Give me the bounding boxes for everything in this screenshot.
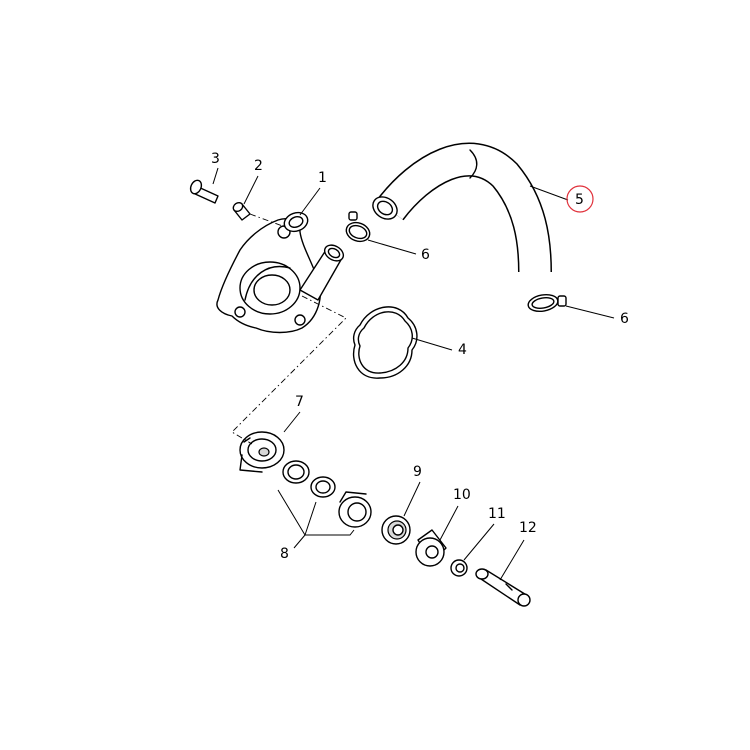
callout-3: 3 bbox=[211, 151, 220, 167]
callout-6-lower: 6 bbox=[620, 311, 629, 327]
callout-2: 2 bbox=[254, 158, 263, 174]
callout-12: 12 bbox=[519, 520, 537, 536]
circlip-part-11[interactable] bbox=[450, 559, 468, 577]
pump-cover-part-1[interactable] bbox=[216, 209, 346, 334]
impeller-part-7[interactable] bbox=[239, 431, 285, 473]
callout-1: 1 bbox=[318, 170, 327, 186]
hose-part-5[interactable] bbox=[369, 142, 552, 273]
callout-11: 11 bbox=[488, 506, 506, 522]
callout-8: 8 bbox=[280, 546, 289, 562]
oring-part-4[interactable] bbox=[352, 306, 418, 379]
callout-10: 10 bbox=[453, 487, 471, 503]
hose-clamp-upper-part-6[interactable] bbox=[344, 211, 373, 245]
seal-ring-a-part-8[interactable] bbox=[282, 460, 310, 484]
callout-5-highlight-circle bbox=[566, 185, 594, 213]
callout-4: 4 bbox=[458, 342, 467, 358]
callout-5: 5 bbox=[575, 192, 584, 208]
seal-housing-part-8[interactable] bbox=[338, 491, 372, 528]
seal-ring-b-part-8[interactable] bbox=[310, 476, 336, 498]
bushing-part-10[interactable] bbox=[415, 529, 447, 567]
hose-clamp-lower-part-6[interactable] bbox=[527, 293, 567, 314]
dowel-part-2[interactable] bbox=[232, 201, 251, 221]
callout-7: 7 bbox=[295, 394, 304, 410]
callout-6-upper: 6 bbox=[421, 247, 430, 263]
callout-9: 9 bbox=[413, 464, 422, 480]
bearing-part-9[interactable] bbox=[381, 515, 411, 545]
bolt-part-3[interactable] bbox=[189, 179, 219, 204]
shaft-part-12[interactable] bbox=[475, 568, 531, 607]
